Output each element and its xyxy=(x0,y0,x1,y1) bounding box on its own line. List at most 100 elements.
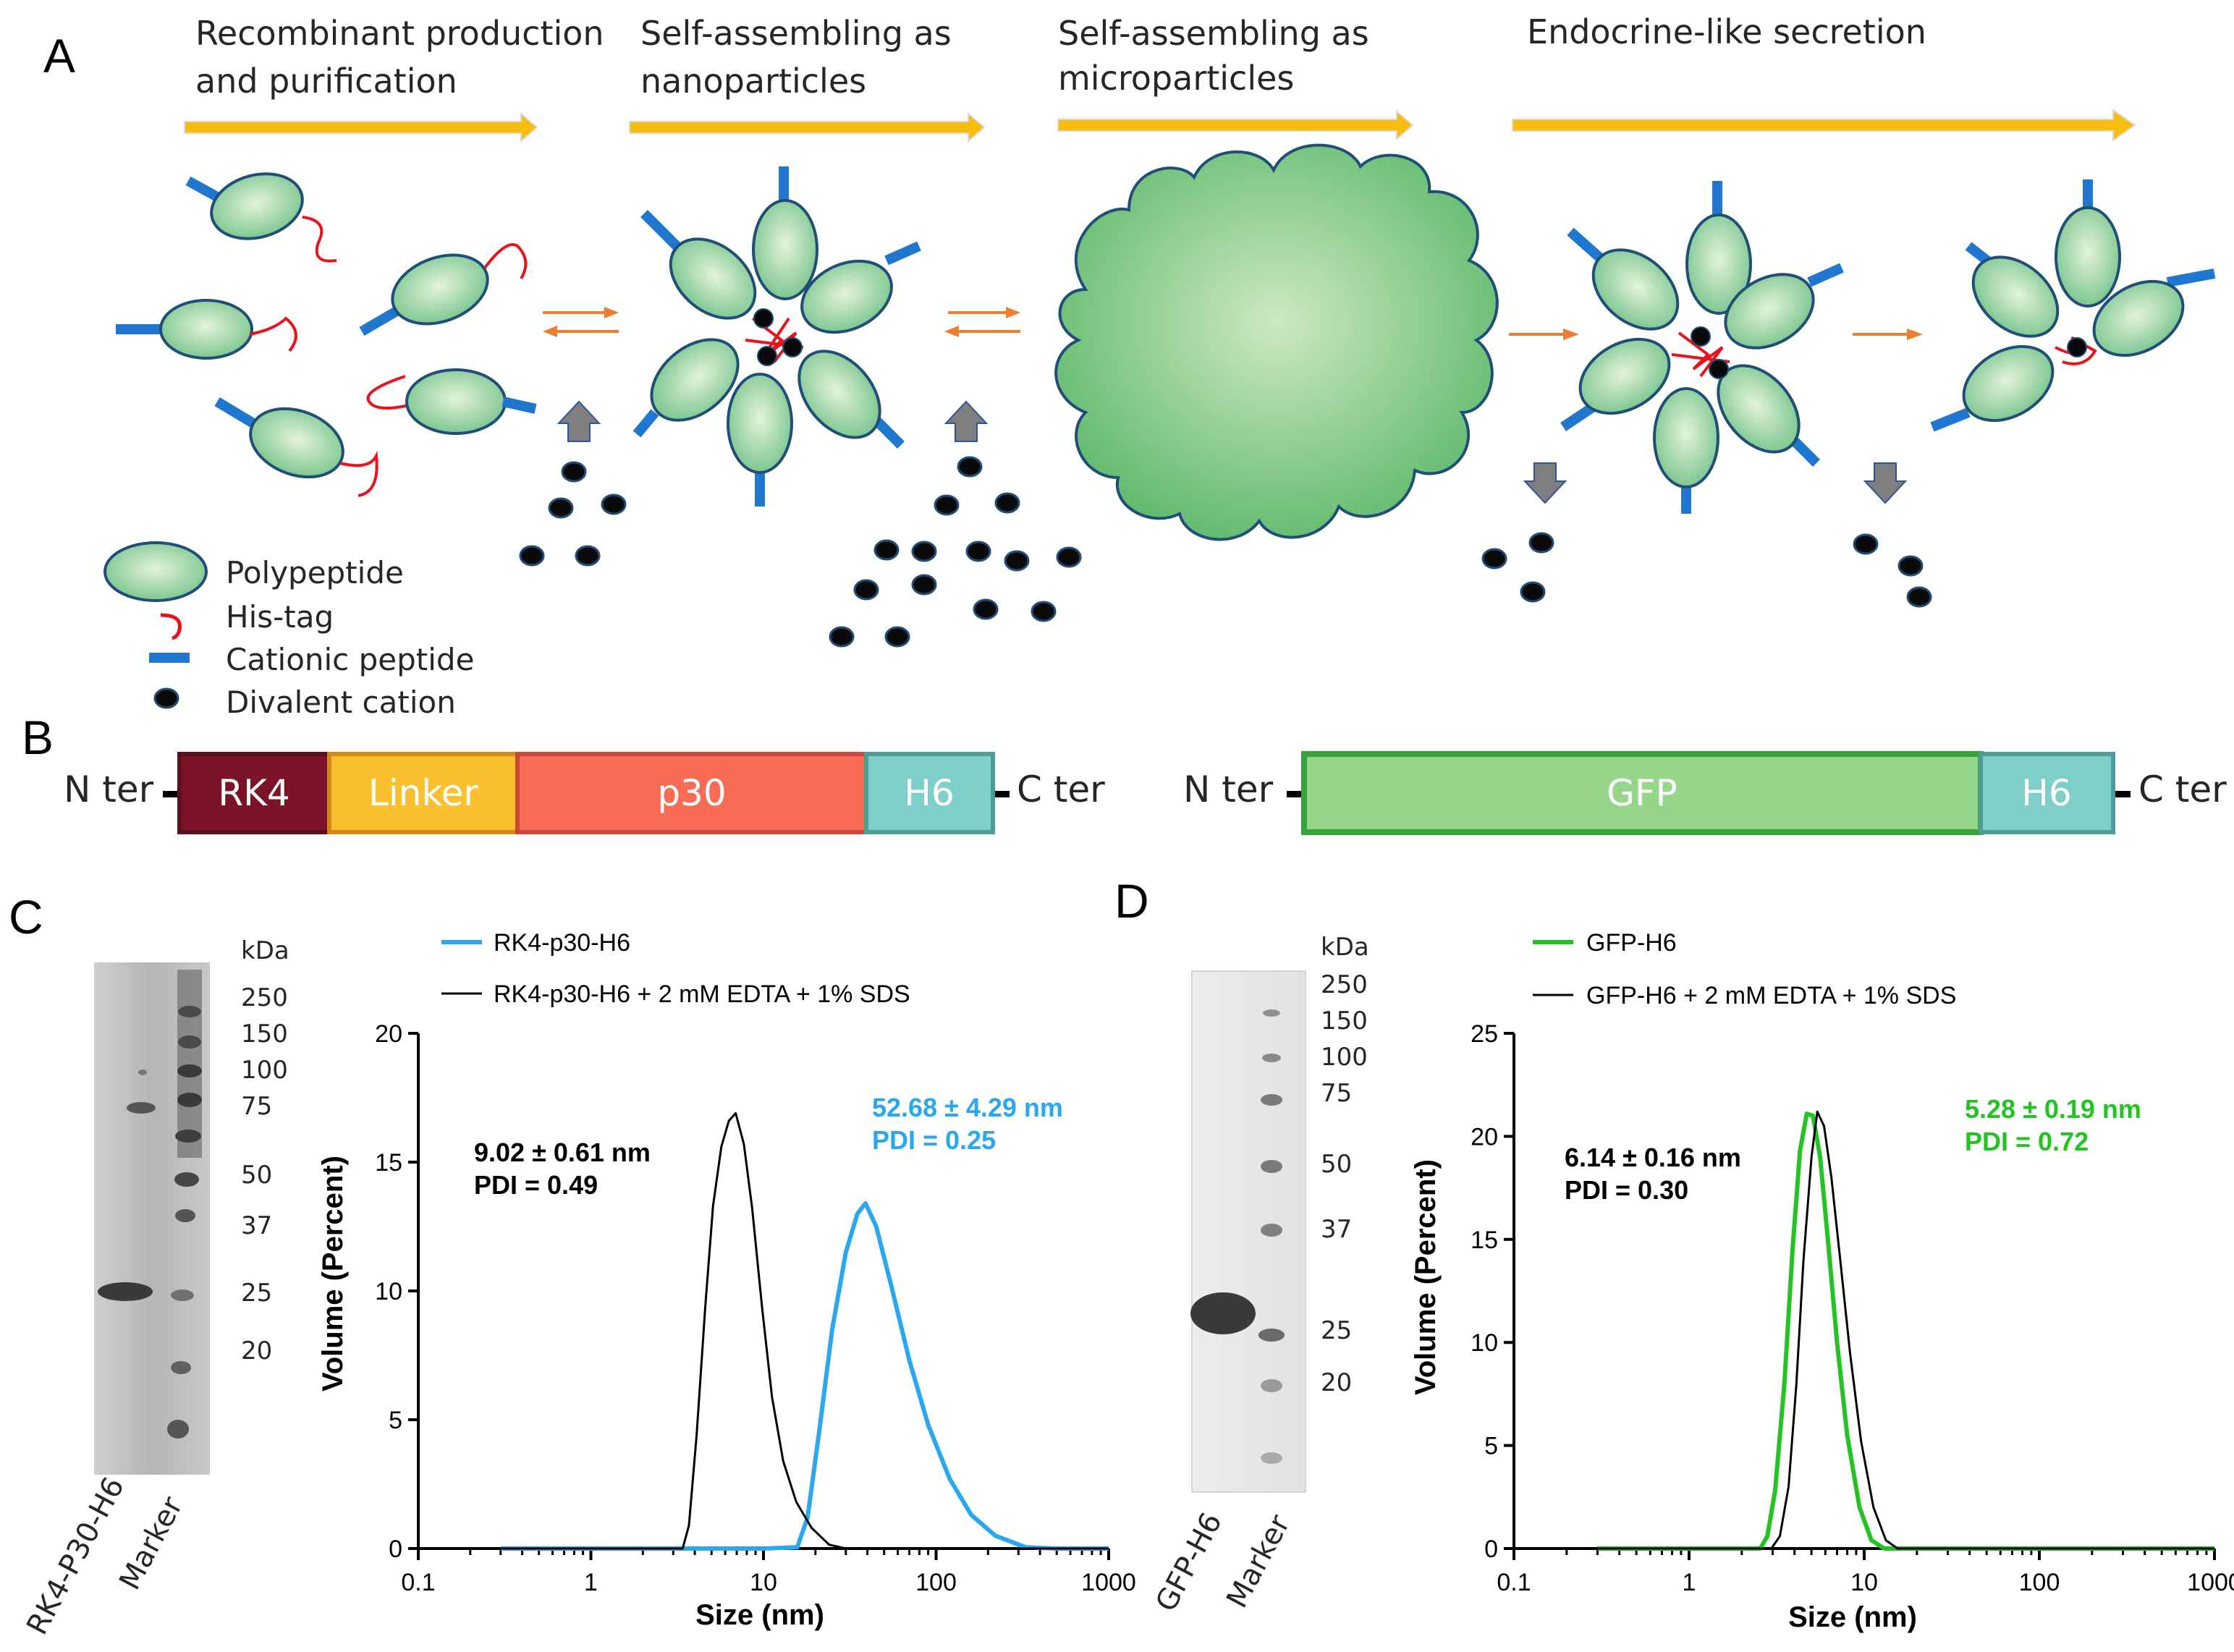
chart-d-legend-1: GFP-H6 xyxy=(1586,929,1677,957)
panel-letter-a: A xyxy=(43,29,75,82)
cation-down-arrow-1 xyxy=(1523,462,1567,504)
y-tick-label: 20 xyxy=(375,1020,402,1048)
chart-d-annotation-1-line1: 6.14 ± 0.16 nm xyxy=(1565,1143,1741,1172)
step-1-title-line2: and purification xyxy=(195,62,457,101)
gel-c-marker-100: 100 xyxy=(241,1056,288,1085)
panel-d: D kDa 250 150 100 75 50 37 25 20 GFP-H6 … xyxy=(1114,874,2234,1633)
y-tick-label: 25 xyxy=(1471,1020,1498,1048)
construct1-c-ter: C ter xyxy=(1017,768,1105,810)
microparticle-cloud xyxy=(1054,143,1499,541)
gel-d-marker-150: 150 xyxy=(1321,1007,1368,1035)
gel-c-marker-50: 50 xyxy=(241,1161,272,1190)
equilibrium-arrow-2 xyxy=(944,307,1020,337)
y-tick-label: 5 xyxy=(1484,1433,1498,1460)
segment-rk4-label: RK4 xyxy=(218,772,289,814)
gel-d-marker-50: 50 xyxy=(1321,1150,1352,1179)
chart-c-xlabel: Size (nm) xyxy=(695,1599,824,1631)
step-1-title-line1: Recombinant production xyxy=(195,14,604,53)
gel-d-lane-sample: GFP-H6 xyxy=(1149,1507,1229,1617)
gel-c-lane-sample: RK4-P30-H6 xyxy=(20,1472,131,1640)
x-tick-label: 0.1 xyxy=(1497,1569,1531,1596)
chart-d-annotation-2-line1: 5.28 ± 0.19 nm xyxy=(1965,1094,2141,1124)
segment-h6-gfp-label: H6 xyxy=(2021,772,2071,814)
segment-linker xyxy=(327,752,520,834)
y-tick-label: 15 xyxy=(375,1149,402,1177)
gel-d-marker-37: 37 xyxy=(1321,1215,1352,1244)
his-tag-legend-icon xyxy=(160,613,182,640)
gel-d-lane-marker: Marker xyxy=(1220,1509,1297,1614)
segment-linker-label: Linker xyxy=(368,772,478,814)
chart-d-ticks: 0 5 10 15 20 25 0.1 1 10 100 1000 xyxy=(1471,1020,2234,1596)
x-tick-label: 0.1 xyxy=(401,1569,435,1596)
divalent-cation-legend-icon xyxy=(153,687,179,709)
chart-c-annotation-2-line1: 52.68 ± 4.29 nm xyxy=(872,1093,1063,1122)
y-tick-label: 20 xyxy=(1471,1123,1498,1151)
segment-h6 xyxy=(864,752,995,834)
chart-c-legend-1: RK4-p30-H6 xyxy=(494,929,630,957)
gel-c-markers: 250 150 100 75 50 37 25 20 xyxy=(241,983,288,1365)
step-2-title-line2: nanoparticles xyxy=(640,62,866,101)
gel-c-marker-75: 75 xyxy=(241,1092,272,1121)
step-3-title-line1: Self-assembling as xyxy=(1058,14,1369,53)
legend-cationic-peptide: Cationic peptide xyxy=(226,642,474,677)
step-2-title-line1: Self-assembling as xyxy=(640,14,952,53)
cation-down-arrow-2 xyxy=(1863,462,1908,504)
chart-c-annotation-1-line2: PDI = 0.49 xyxy=(474,1170,598,1200)
chart-d-series xyxy=(1597,1110,2214,1551)
released-cations-2 xyxy=(1853,533,1932,608)
partial-nanoparticle xyxy=(1560,181,1844,514)
small-oligomer xyxy=(1930,179,2216,432)
gel-d-marker-250: 250 xyxy=(1321,970,1368,999)
y-tick-label: 15 xyxy=(1471,1227,1498,1254)
chart-c-ylabel: Volume (Percent) xyxy=(317,1156,349,1392)
x-tick-label: 100 xyxy=(2019,1569,2060,1596)
segment-p30-label: p30 xyxy=(657,772,726,814)
gel-d-marker-20: 20 xyxy=(1321,1368,1352,1397)
x-tick-label: 1000 xyxy=(2187,1569,2234,1596)
chart-d-ylabel: Volume (Percent) xyxy=(1410,1159,1442,1395)
western-blot-c xyxy=(94,962,210,1475)
cationic-peptide-legend-icon xyxy=(149,653,190,663)
polypeptide-legend-icon xyxy=(103,541,208,602)
y-tick-label: 0 xyxy=(1484,1535,1498,1563)
step-3-title-line2: microparticles xyxy=(1058,59,1294,98)
gel-c-kda-label: kDa xyxy=(241,936,289,965)
nanoparticle xyxy=(632,166,921,507)
chart-c: RK4-p30-H6 RK4-p30-H6 + 2 mM EDTA + 1% S… xyxy=(317,929,1136,1631)
panel-letter-d: D xyxy=(1114,874,1149,928)
x-tick-label: 100 xyxy=(915,1569,957,1596)
western-blot-d xyxy=(1190,970,1306,1493)
chart-d: GFP-H6 GFP-H6 + 2 mM EDTA + 1% SDS Volum… xyxy=(1410,929,2234,1633)
construct1-n-ter: N ter xyxy=(64,768,154,810)
y-tick-label: 10 xyxy=(375,1278,402,1305)
gel-c-marker-250: 250 xyxy=(241,983,288,1012)
chart-c-annotation-2-line2: PDI = 0.25 xyxy=(872,1125,996,1155)
release-arrow-1 xyxy=(1509,329,1579,340)
gel-c-marker-25: 25 xyxy=(241,1279,272,1308)
y-tick-label: 10 xyxy=(1471,1329,1498,1357)
y-tick-label: 5 xyxy=(389,1407,402,1434)
process-arrows xyxy=(184,109,2136,143)
chart-d-legend-2: GFP-H6 + 2 mM EDTA + 1% SDS xyxy=(1586,982,1956,1009)
x-tick-label: 1000 xyxy=(1081,1569,1136,1596)
panel-letter-c: C xyxy=(9,890,43,944)
legend-his-tag: His-tag xyxy=(226,599,334,635)
segment-gfp-label: GFP xyxy=(1607,772,1677,814)
gel-c-marker-37: 37 xyxy=(241,1211,272,1240)
panel-a: A Recombinant production and purificatio… xyxy=(43,12,2216,720)
segment-h6-gfp xyxy=(1979,752,2115,834)
released-cations-1 xyxy=(1481,532,1554,603)
series-line-1 xyxy=(500,1201,1109,1551)
legend-divalent-cation: Divalent cation xyxy=(226,685,456,720)
y-tick-label: 0 xyxy=(389,1535,402,1563)
gel-d-markers: 250 150 100 75 50 37 25 20 xyxy=(1321,970,1368,1397)
cation-up-arrow-2 xyxy=(944,400,989,442)
legend-polypeptide: Polypeptide xyxy=(226,555,404,590)
construct2-n-ter: N ter xyxy=(1183,768,1274,810)
construct-rk4-p30-h6: N ter C ter RK4 Linker p30 H6 xyxy=(64,752,1105,834)
x-tick-label: 10 xyxy=(1850,1569,1878,1596)
step-4-title: Endocrine-like secretion xyxy=(1527,12,1926,51)
gel-c-marker-150: 150 xyxy=(241,1020,288,1049)
release-arrow-2 xyxy=(1853,329,1923,340)
x-tick-label: 1 xyxy=(1683,1569,1696,1596)
